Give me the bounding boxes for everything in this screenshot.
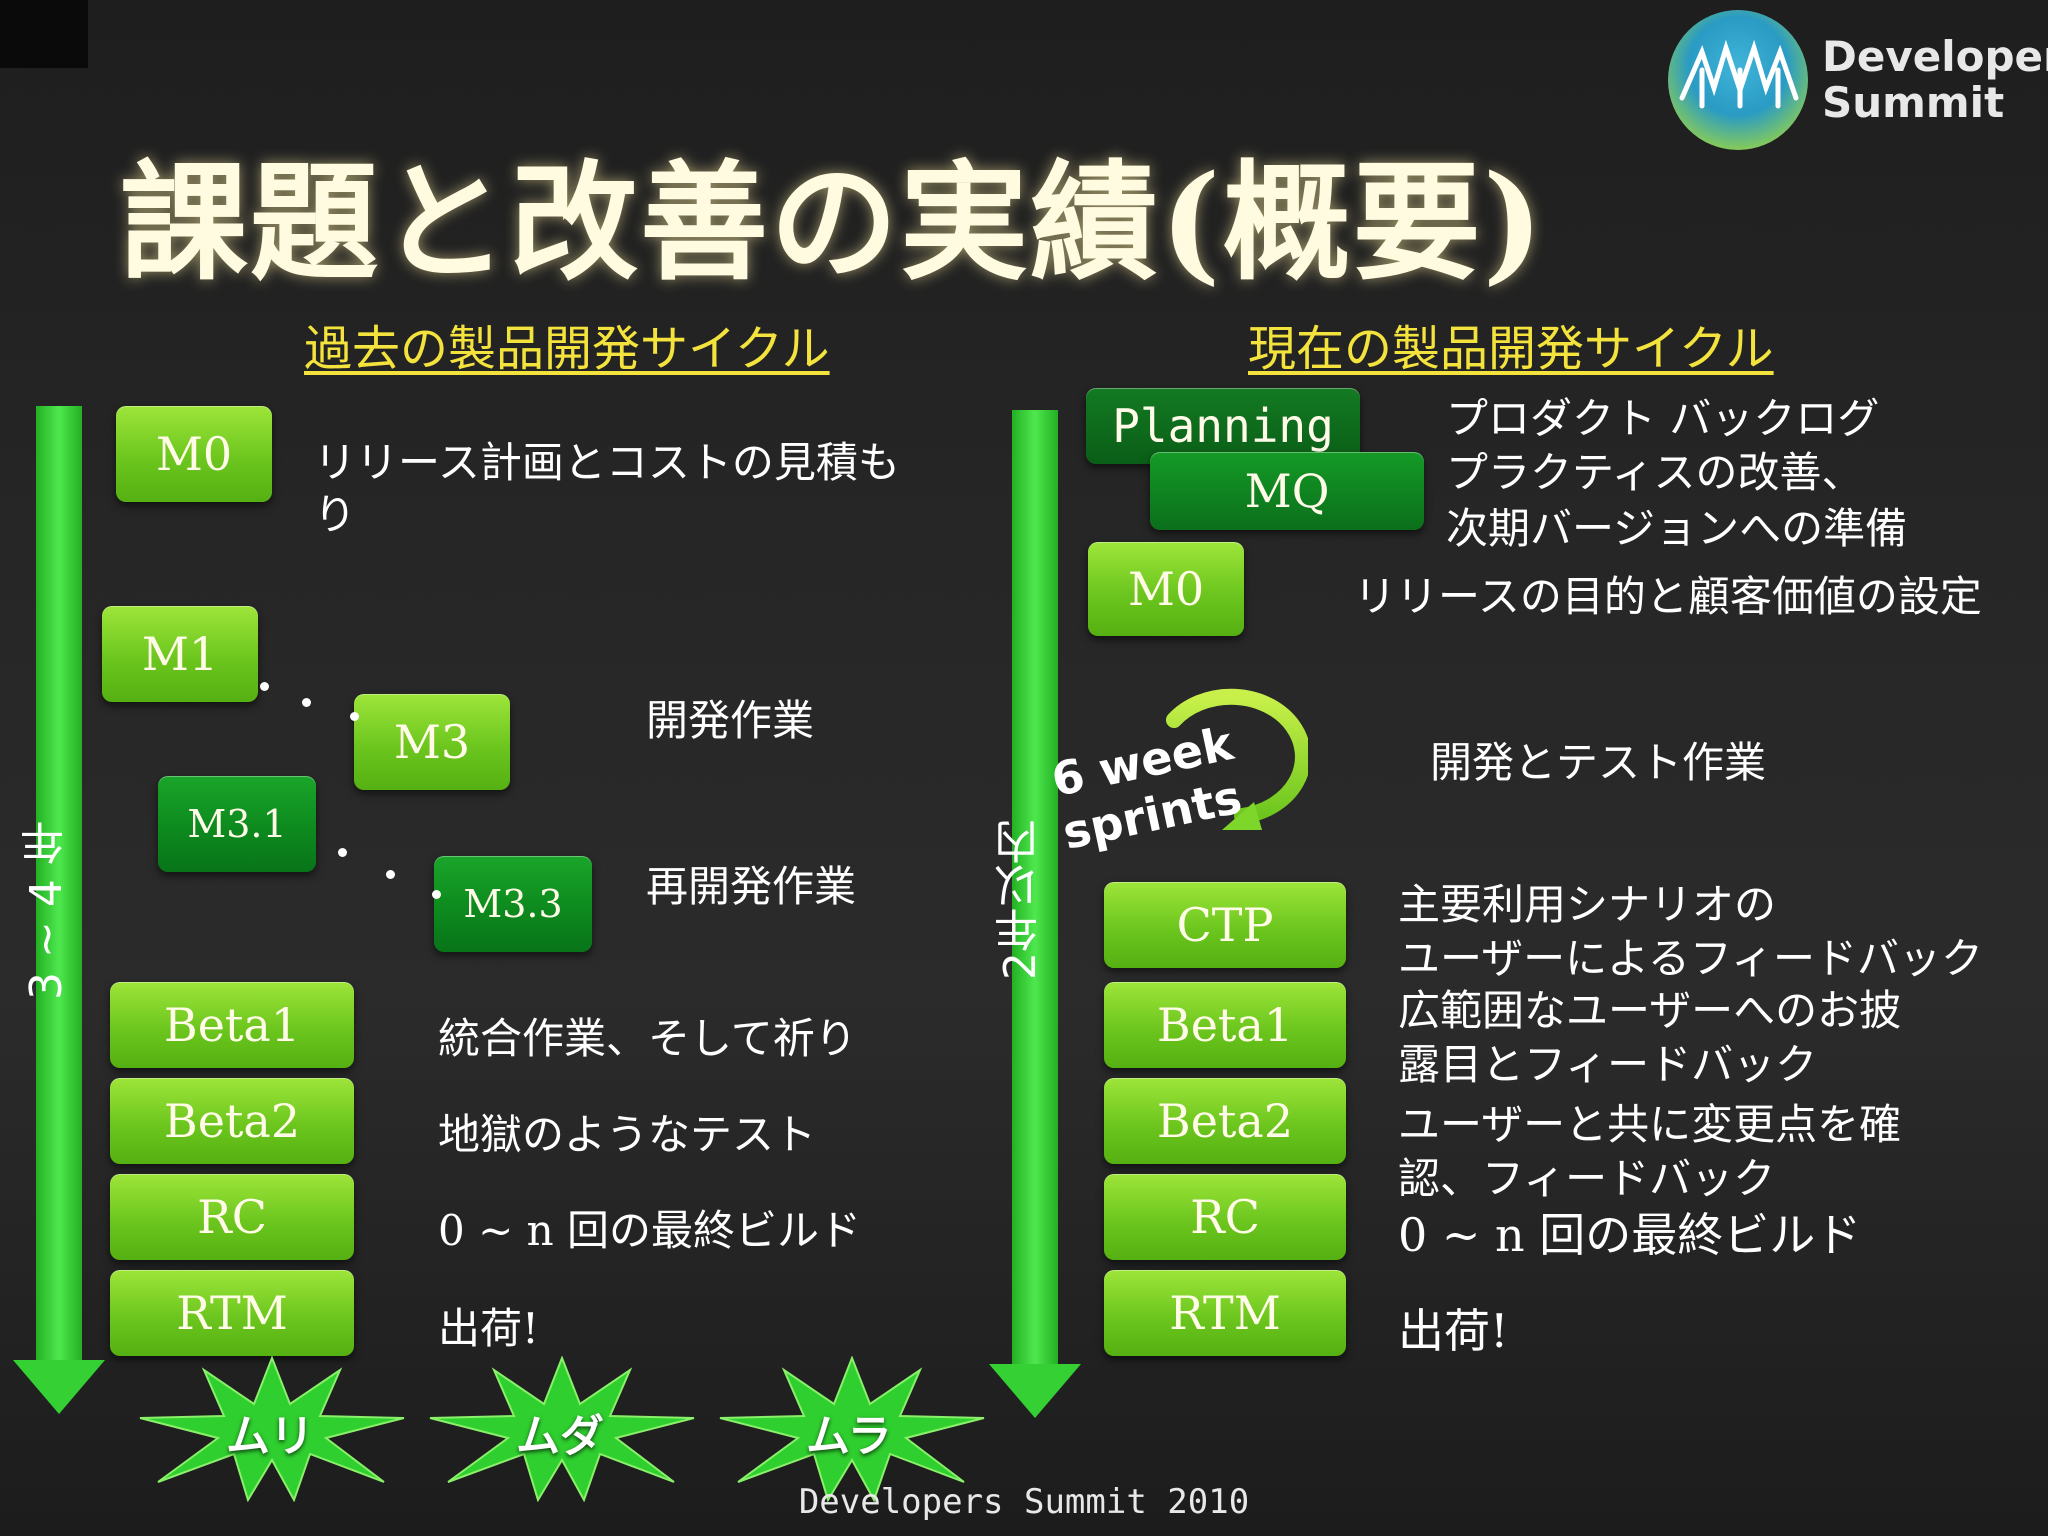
right-duration: 2年以内 <box>995 820 1046 980</box>
burst-muda-label: ムダ <box>516 1411 604 1462</box>
logo-mountains-icon <box>1668 10 1808 150</box>
slide-title: 課題と改善の実績(概要) <box>120 148 1546 298</box>
right-note-m0: リリースの目的と顧客価値の設定 <box>1354 572 1982 621</box>
logo-text: Developers Summit <box>1822 34 2048 126</box>
footer: Developers Summit 2010 <box>798 1482 1250 1522</box>
burst-mura-label: ムラ <box>806 1411 892 1462</box>
left-rc-box: RC <box>110 1174 354 1260</box>
right-beta1-box: Beta1 <box>1104 982 1346 1068</box>
left-m3-3-box: M3.3 <box>434 856 592 952</box>
right-beta2-box: Beta2 <box>1104 1078 1346 1164</box>
left-timeline-arrow-shaft <box>36 406 82 1366</box>
right-note-beta2-line1: ユーザーと共に変更点を確 <box>1398 1100 1902 1149</box>
right-note-planning-line3: 次期バージョンへの準備 <box>1446 504 1908 553</box>
right-rc-box: RC <box>1104 1174 1346 1260</box>
burst-muda: ムダ <box>424 1355 700 1503</box>
left-note-m0-line2: り <box>314 490 357 539</box>
sprint-label: 6 week sprints <box>1047 716 1249 860</box>
right-mq-box: MQ <box>1150 452 1424 530</box>
left-note-dev: 開発作業 <box>646 696 815 745</box>
right-note-beta1-line1: 広範囲なユーザーへのお披 <box>1398 986 1902 1035</box>
left-note-beta1: 統合作業、そして祈り <box>438 1014 857 1063</box>
corner-block <box>0 0 88 68</box>
burst-muri-label: ムリ <box>226 1411 314 1462</box>
left-note-redev: 再開発作業 <box>646 862 857 911</box>
connector-dot <box>302 698 311 707</box>
right-timeline-arrow-shaft <box>1012 410 1058 1370</box>
right-note-ctp-line2: ユーザーによるフィードバック <box>1398 934 1984 983</box>
burst-muri: ムリ <box>134 1355 410 1503</box>
left-note-rc: 0 ~ n 回の最終ビルド <box>438 1206 862 1255</box>
connector-dot <box>386 870 395 879</box>
left-m3-box: M3 <box>354 694 510 790</box>
right-timeline-arrow-head <box>989 1364 1081 1418</box>
left-beta2-box: Beta2 <box>110 1078 354 1164</box>
right-note-rc: 0 ~ n 回の最終ビルド <box>1398 1208 1862 1262</box>
left-heading: 過去の製品開発サイクル <box>304 321 830 377</box>
right-note-beta2-line2: 認、フィードバック <box>1398 1154 1776 1203</box>
left-note-rtm: 出荷! <box>438 1304 539 1353</box>
sprint-cycle-icon <box>1122 680 1311 834</box>
left-m0-box: M0 <box>116 406 272 502</box>
left-timeline-arrow-head <box>13 1360 105 1414</box>
right-note-planning-line2: プラクティスの改善、 <box>1446 448 1864 497</box>
developers-summit-logo: Developers Summit <box>1668 10 2048 150</box>
burst-mura: ムラ <box>714 1355 990 1503</box>
left-note-m0-line1: リリース計画とコストの見積も <box>314 438 900 487</box>
right-heading: 現在の製品開発サイクル <box>1248 321 1774 377</box>
right-m0-box: M0 <box>1088 542 1244 636</box>
left-beta1-box: Beta1 <box>110 982 354 1068</box>
right-note-rtm: 出荷! <box>1398 1304 1509 1358</box>
left-duration: 3 ~ 4 年 <box>21 821 72 1000</box>
right-rtm-box: RTM <box>1104 1270 1346 1356</box>
right-note-beta1-line2: 露目とフィードバック <box>1398 1040 1818 1089</box>
right-planning-box: Planning <box>1086 388 1360 464</box>
logo-line1: Developers <box>1822 32 2048 81</box>
connector-dot <box>432 890 441 899</box>
connector-dot <box>338 848 347 857</box>
right-note-dev: 開発とテスト作業 <box>1430 738 1767 787</box>
left-rtm-box: RTM <box>110 1270 354 1356</box>
right-note-planning-line1: プロダクト バックログ <box>1446 394 1880 443</box>
left-m3-1-box: M3.1 <box>158 776 316 872</box>
left-note-beta2: 地獄のようなテスト <box>438 1110 817 1159</box>
logo-line2: Summit <box>1822 78 2005 127</box>
connector-dot <box>350 712 359 721</box>
connector-dot <box>260 682 269 691</box>
right-note-ctp-line1: 主要利用シナリオの <box>1398 880 1777 929</box>
left-m1-box: M1 <box>102 606 258 702</box>
right-ctp-box: CTP <box>1104 882 1346 968</box>
